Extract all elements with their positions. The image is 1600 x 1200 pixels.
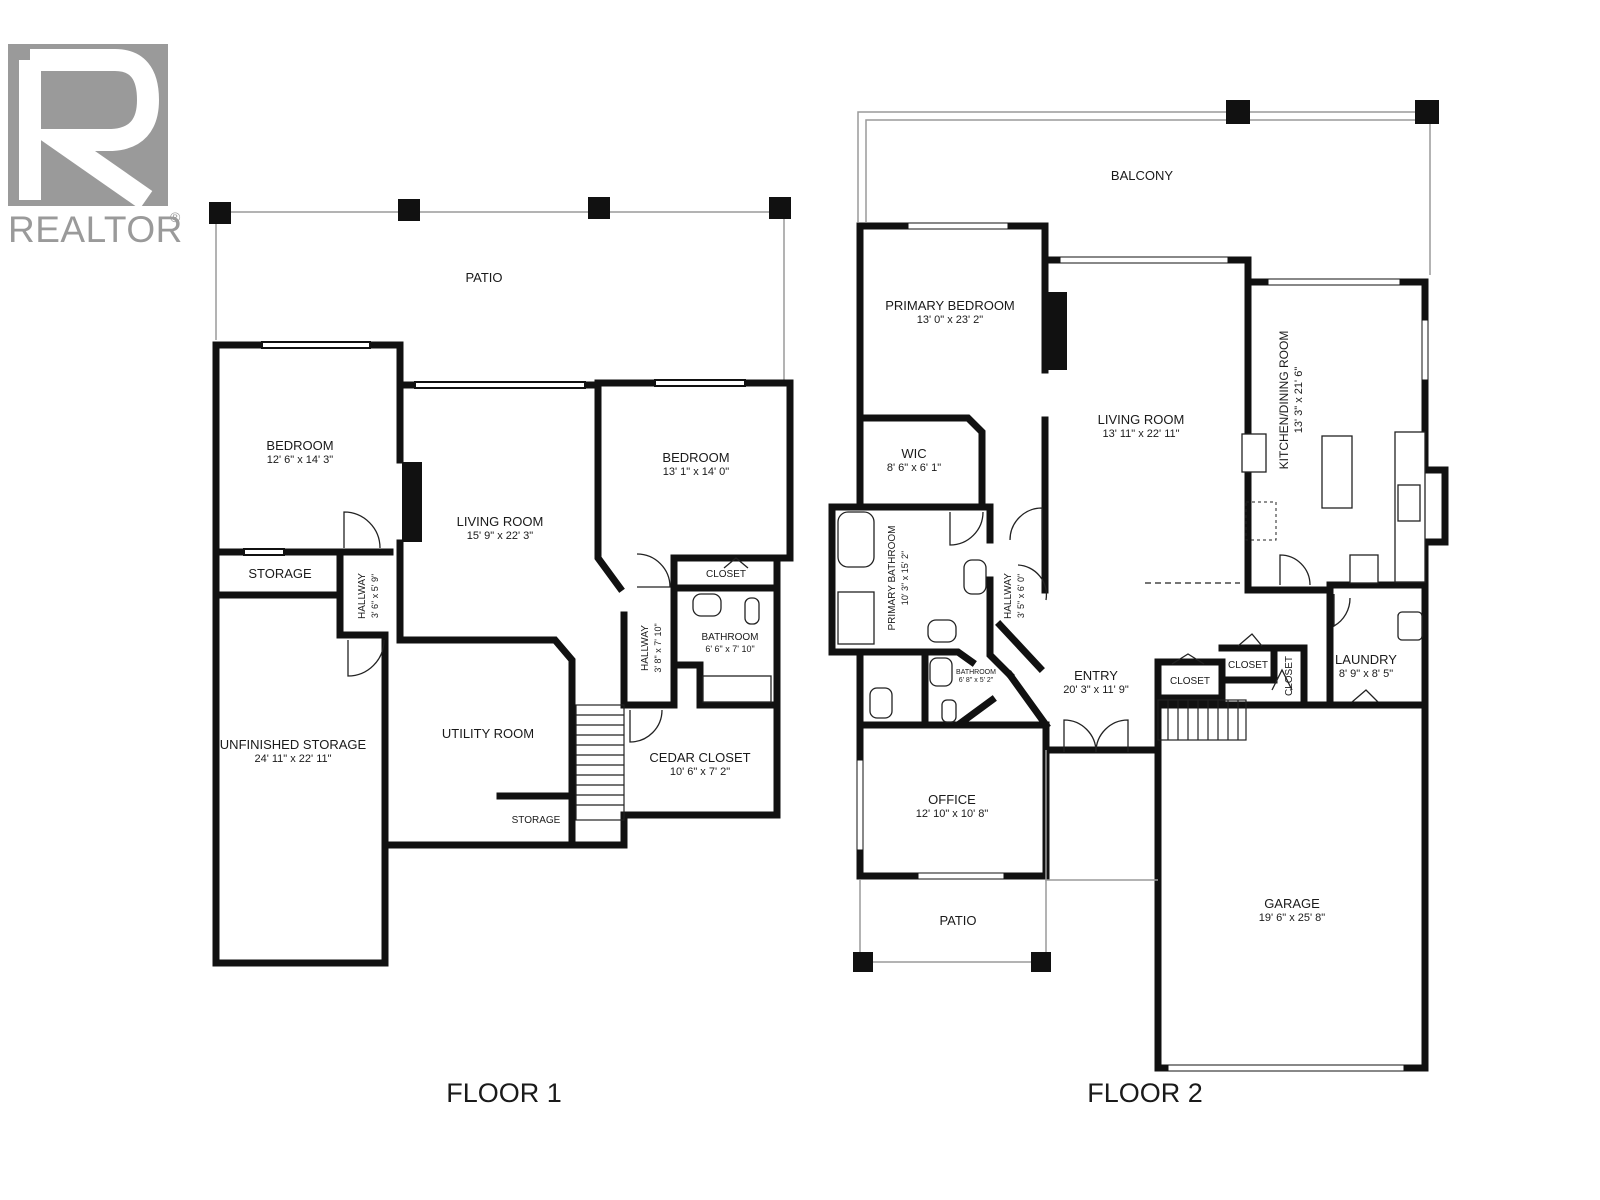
bedroom-label: BEDROOM xyxy=(662,450,729,465)
patio-post xyxy=(209,202,231,224)
patio-post xyxy=(769,197,791,219)
patio-post xyxy=(588,197,610,219)
entry-dims: 20' 3" x 11' 9" xyxy=(1063,684,1129,696)
utility-room-label: UTILITY ROOM xyxy=(442,726,534,741)
realtor-logo-text: REALTOR xyxy=(8,209,183,250)
kitchen-dining-label: KITCHEN/DINING ROOM xyxy=(1277,331,1291,470)
balcony-post xyxy=(1415,100,1439,124)
closet-label: CLOSET xyxy=(1284,656,1295,696)
toilet-icon xyxy=(941,699,957,723)
toilet-icon xyxy=(744,597,760,625)
storage-label: STORAGE xyxy=(248,566,312,581)
storage-label: STORAGE xyxy=(512,815,561,826)
floor-2-plan: BALCONY PRIMARY BEDROOM 13' 0" x 23' 2" … xyxy=(828,100,1449,1108)
bathroom-dims: 6' 8" x 5' 2" xyxy=(959,677,994,684)
hallway-dims: 3' 6" x 5' 9" xyxy=(370,574,380,618)
hallway-label: HALLWAY xyxy=(640,625,651,671)
primary-bedroom-label: PRIMARY BEDROOM xyxy=(885,298,1015,313)
realtor-registered-mark: ® xyxy=(170,209,181,225)
laundry-dims: 8' 9" x 8' 5" xyxy=(1339,668,1393,680)
shower-icon xyxy=(837,591,875,645)
bathroom-label: BATHROOM xyxy=(956,669,996,676)
primary-bathroom-label: PRIMARY BATHROOM xyxy=(887,525,898,630)
sink-icon xyxy=(927,619,957,643)
bedroom-dims: 13' 1" x 14' 0" xyxy=(663,466,730,478)
bathroom-dims: 6' 6" x 7' 10" xyxy=(705,644,754,654)
wic-label: WIC xyxy=(901,446,926,461)
patio-label: PATIO xyxy=(465,270,502,285)
laundry-sink-icon xyxy=(1397,611,1423,641)
dining-table-icon xyxy=(1245,501,1277,541)
wic-dims: 8' 6" x 6' 1" xyxy=(887,462,941,474)
floor-2-title: FLOOR 2 xyxy=(1087,1078,1203,1108)
closet-label: CLOSET xyxy=(1170,676,1210,687)
bathroom-label: BATHROOM xyxy=(701,632,758,643)
bedroom-label: BEDROOM xyxy=(266,438,333,453)
patio-post xyxy=(853,952,873,972)
counter-icon xyxy=(1241,433,1267,473)
stairs xyxy=(575,704,625,821)
patio-label: PATIO xyxy=(939,913,976,928)
hallway-label: HALLWAY xyxy=(1003,573,1014,619)
living-room-label: LIVING ROOM xyxy=(1098,412,1185,427)
primary-bedroom-dims: 13' 0" x 23' 2" xyxy=(917,314,984,326)
cedar-closet-dims: 10' 6" x 7' 2" xyxy=(670,766,730,778)
unfinished-storage-label: UNFINISHED STORAGE xyxy=(220,737,367,752)
office-label: OFFICE xyxy=(928,792,976,807)
closet-label: CLOSET xyxy=(706,569,746,580)
balcony-label: BALCONY xyxy=(1111,168,1173,183)
office-dims: 12' 10" x 10' 8" xyxy=(916,808,989,820)
balcony-post xyxy=(1226,100,1250,124)
kitchen-island-icon xyxy=(1321,435,1353,509)
closet-label: CLOSET xyxy=(1228,660,1268,671)
hallway-dims: 3' 5" x 6' 0" xyxy=(1016,574,1026,618)
realtor-r-icon xyxy=(19,49,160,210)
sink-icon xyxy=(963,559,987,595)
stove-icon xyxy=(1349,554,1379,584)
stairs xyxy=(1157,699,1247,741)
patio-post xyxy=(398,199,420,221)
floor-1-title: FLOOR 1 xyxy=(446,1078,562,1108)
unfinished-storage-dims: 24' 11" x 22' 11" xyxy=(254,753,331,765)
patio-post xyxy=(1031,952,1051,972)
floor-1-plan: PATIO BEDROOM 12' 6" x 14' 3" LIVING ROO… xyxy=(209,197,794,1108)
garage-dims: 19' 6" x 25' 8" xyxy=(1259,912,1326,924)
sink-icon xyxy=(692,593,722,617)
cedar-closet-label: CEDAR CLOSET xyxy=(649,750,750,765)
fireplace-icon xyxy=(1047,292,1067,370)
entry-label: ENTRY xyxy=(1074,668,1118,683)
hallway-label: HALLWAY xyxy=(357,573,368,619)
kitchen-sink-icon xyxy=(1397,484,1421,522)
bathtub-icon xyxy=(702,675,772,703)
living-room-dims: 15' 9" x 22' 3" xyxy=(467,530,534,542)
fireplace-icon xyxy=(402,462,422,542)
bathtub-icon xyxy=(837,511,875,568)
toilet-icon xyxy=(869,687,893,719)
bedroom-dims: 12' 6" x 14' 3" xyxy=(267,454,334,466)
kitchen-dining-dims: 13' 3" x 21' 6" xyxy=(1293,367,1305,434)
hallway-dims: 3' 8" x 7' 10" xyxy=(653,623,663,672)
living-room-dims: 13' 11" x 22' 11" xyxy=(1102,428,1179,440)
primary-bathroom-dims: 10' 3" x 15' 2" xyxy=(900,551,910,605)
garage-label: GARAGE xyxy=(1264,896,1320,911)
living-room-label: LIVING ROOM xyxy=(457,514,544,529)
realtor-logo: REALTOR ® xyxy=(8,44,183,250)
sink-icon xyxy=(929,657,953,687)
laundry-label: LAUNDRY xyxy=(1335,652,1397,667)
